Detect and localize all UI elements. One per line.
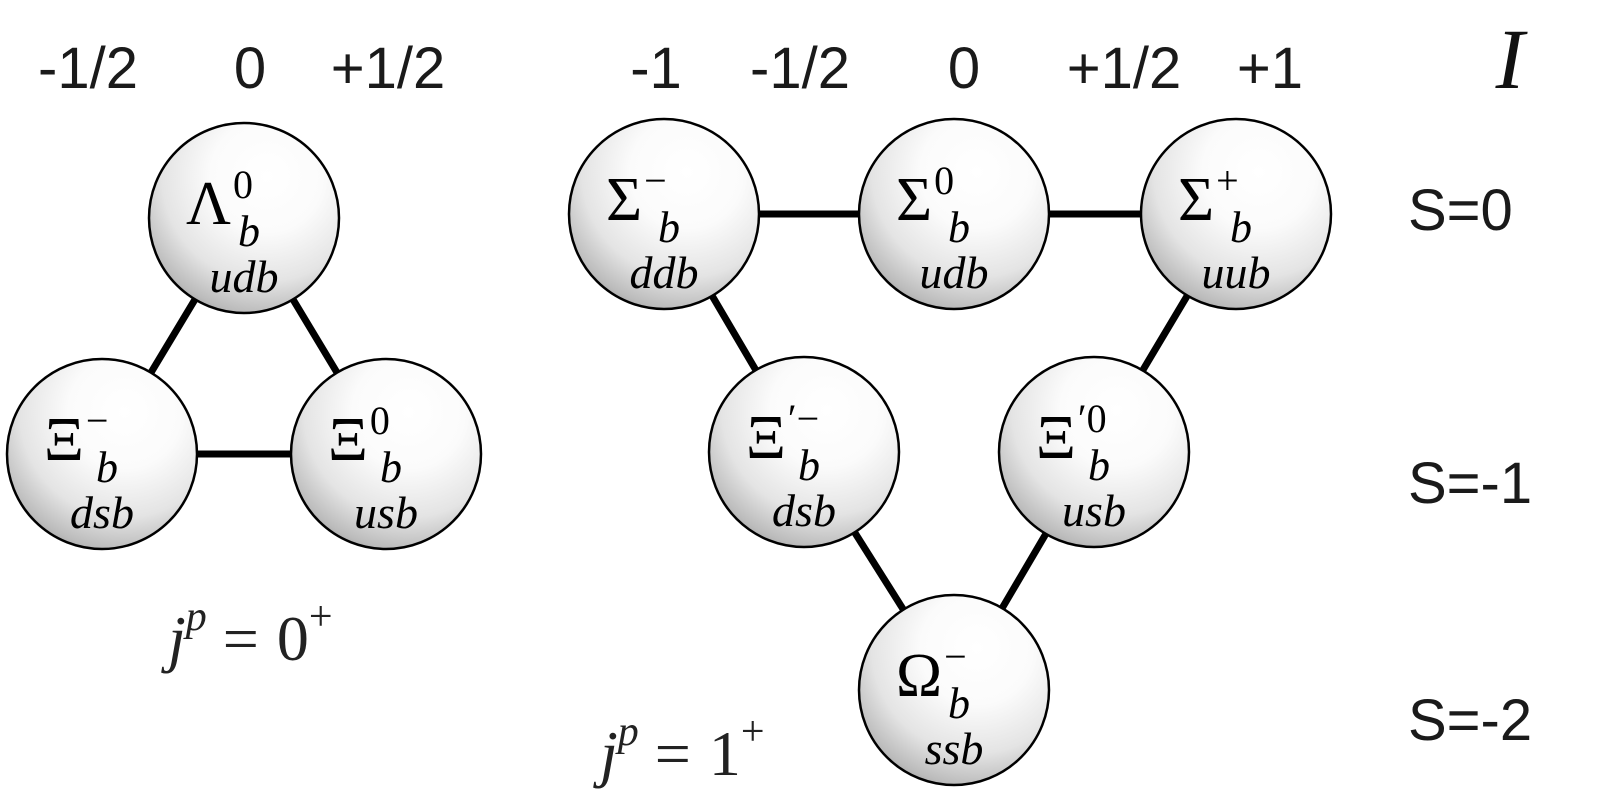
particle-sphere: [707, 355, 901, 549]
particle-base-symbol: Σ: [1178, 166, 1214, 234]
particle-base-symbol: Ξ: [328, 406, 368, 474]
strangeness-label: S=0: [1408, 178, 1513, 243]
particle-symbol: Ξ0: [328, 398, 390, 474]
particle-superscript: ′0: [1078, 396, 1107, 441]
jp-parity: +: [309, 594, 333, 640]
isospin-label: 0: [234, 36, 266, 101]
jp-j: j: [161, 603, 186, 674]
particle-base-symbol: Ω: [896, 642, 942, 710]
jp-p: p: [183, 594, 207, 640]
isospin-label: -1: [630, 36, 682, 101]
isospin-label: +1/2: [1067, 36, 1182, 101]
particle-base-symbol: Λ: [186, 170, 231, 238]
particle-symbol: Σ−: [606, 158, 667, 234]
particle-subscript: b: [658, 203, 680, 252]
jp-p: p: [615, 709, 639, 755]
quark-content: ddb: [630, 247, 699, 298]
quark-content: usb: [354, 487, 418, 538]
quark-content: dsb: [70, 487, 134, 538]
jp-value: 1: [709, 718, 741, 789]
particle-base-symbol: Ξ: [746, 404, 786, 472]
strangeness-labels: S=0 S=-1 S=-2: [1408, 178, 1532, 753]
particle-symbol: Σ+: [1178, 158, 1239, 234]
particle-sphere: [997, 355, 1191, 549]
particle-sphere: [1139, 117, 1333, 311]
particle-base-symbol: Ξ: [44, 406, 84, 474]
particle-sphere: [5, 357, 199, 551]
isospin-label: +1/2: [331, 36, 446, 101]
particle-subscript: b: [948, 203, 970, 252]
isospin-label: -1/2: [38, 36, 138, 101]
particle-symbol: Ω−: [896, 634, 967, 710]
particle-subscript: b: [96, 443, 118, 492]
particle-symbol: Ξ′−: [746, 396, 819, 472]
particle-sphere: [857, 117, 1051, 311]
particle-sphere: [857, 593, 1051, 787]
quark-content: dsb: [772, 485, 836, 536]
particle-subscript: b: [380, 443, 402, 492]
particle-subscript: b: [1230, 203, 1252, 252]
particle-superscript: −: [644, 158, 667, 203]
jp-eq: =: [223, 603, 259, 674]
quark-content: usb: [1062, 485, 1126, 536]
isospin-axis-title: I: [1495, 11, 1528, 107]
particle-subscript: b: [798, 441, 820, 490]
quark-content: udb: [920, 247, 989, 298]
strangeness-label: S=-2: [1408, 688, 1532, 753]
quark-content: uub: [1202, 247, 1271, 298]
jp-j: j: [593, 718, 618, 789]
particle-symbol: Ξ−: [44, 398, 108, 474]
isospin-axis-left: -1/2 0 +1/2: [38, 36, 445, 101]
particle-superscript: 0: [233, 162, 253, 207]
jp-eq: =: [655, 718, 691, 789]
particle-sphere: [567, 117, 761, 311]
jp-label-right: jp = 1+: [593, 709, 765, 789]
isospin-label: +1: [1237, 36, 1303, 101]
quark-content: udb: [210, 251, 279, 302]
particle-subscript: b: [948, 679, 970, 728]
particle-sphere: [289, 357, 483, 551]
particle-superscript: −: [944, 634, 967, 679]
particle-superscript: ′−: [788, 396, 819, 441]
jp-parity: +: [741, 709, 765, 755]
jp-value: 0: [277, 603, 309, 674]
node-layer: Λ0budbΞ−bdsbΞ0busbΣ−bddbΣ0budbΣ+buubΞ′−b…: [5, 117, 1333, 787]
particle-symbol: Ξ′0: [1036, 396, 1107, 472]
particle-superscript: 0: [934, 158, 954, 203]
particle-sphere: [147, 121, 341, 315]
strangeness-label: S=-1: [1408, 451, 1532, 516]
particle-subscript: b: [1088, 441, 1110, 490]
quark-content: ssb: [925, 723, 984, 774]
particle-base-symbol: Ξ: [1036, 404, 1076, 472]
particle-symbol: Σ0: [896, 158, 954, 234]
particle-symbol: Λ0: [186, 162, 253, 238]
particle-superscript: −: [86, 398, 109, 443]
particle-subscript: b: [238, 207, 260, 256]
isospin-label: 0: [948, 36, 980, 101]
isospin-axis-right: -1 -1/2 0 +1/2 +1: [630, 36, 1303, 101]
particle-superscript: +: [1216, 158, 1239, 203]
particle-base-symbol: Σ: [896, 166, 932, 234]
jp-label-left: jp = 0+: [161, 594, 333, 674]
particle-base-symbol: Σ: [606, 166, 642, 234]
isospin-label: -1/2: [750, 36, 850, 101]
particle-superscript: 0: [370, 398, 390, 443]
